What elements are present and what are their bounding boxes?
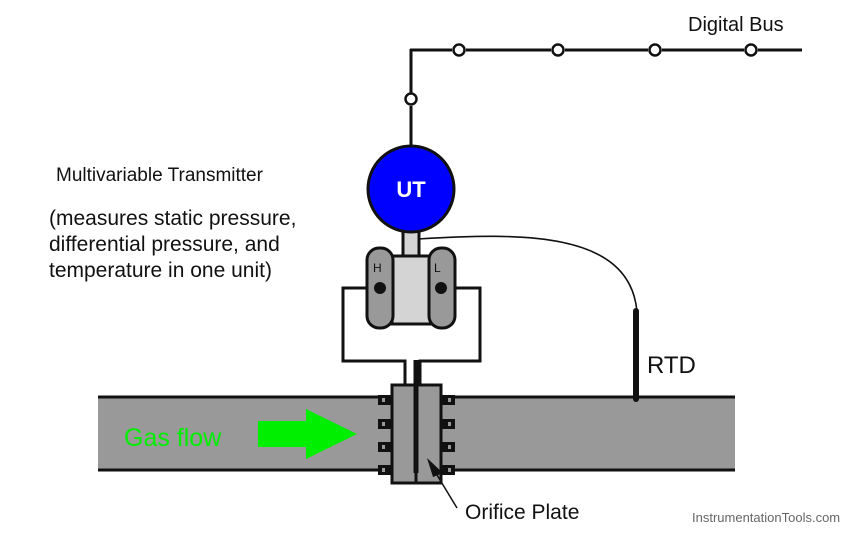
port-low-label: L [434,261,441,275]
transmitter-desc-line: (measures static pressure, [49,207,296,230]
port-high-label: H [373,261,382,275]
bus-node [551,43,565,57]
orifice-plate-label: Orifice Plate [465,501,579,524]
rtd-label: RTD [647,352,696,379]
bus-node [744,43,758,57]
bus-nodes [404,43,758,106]
flow-arrow-icon [258,409,357,459]
digital-bus [409,48,802,165]
bus-node [648,43,662,57]
transmitter-desc-line: temperature in one unit) [49,259,272,282]
transmitter-tag: UT [396,177,426,202]
port-high-connection [374,282,386,294]
transmitter-body [390,254,434,326]
bus-node [452,43,466,57]
rtd-wire [417,235,638,313]
flange-left [390,383,419,485]
port-low-connection [435,282,447,294]
transmitter-title: Multivariable Transmitter [56,165,264,186]
bus-node [404,92,418,106]
digital-bus-label: Digital Bus [688,14,784,36]
gas-flow-label: Gas flow [124,424,222,452]
orifice-pointer-arrowhead [427,458,443,477]
watermark: InstrumentationTools.com [692,510,840,525]
transmitter-desc-line: differential pressure, and [49,233,280,256]
impulse-lines [341,286,482,395]
transmitter-bubble [366,144,456,234]
